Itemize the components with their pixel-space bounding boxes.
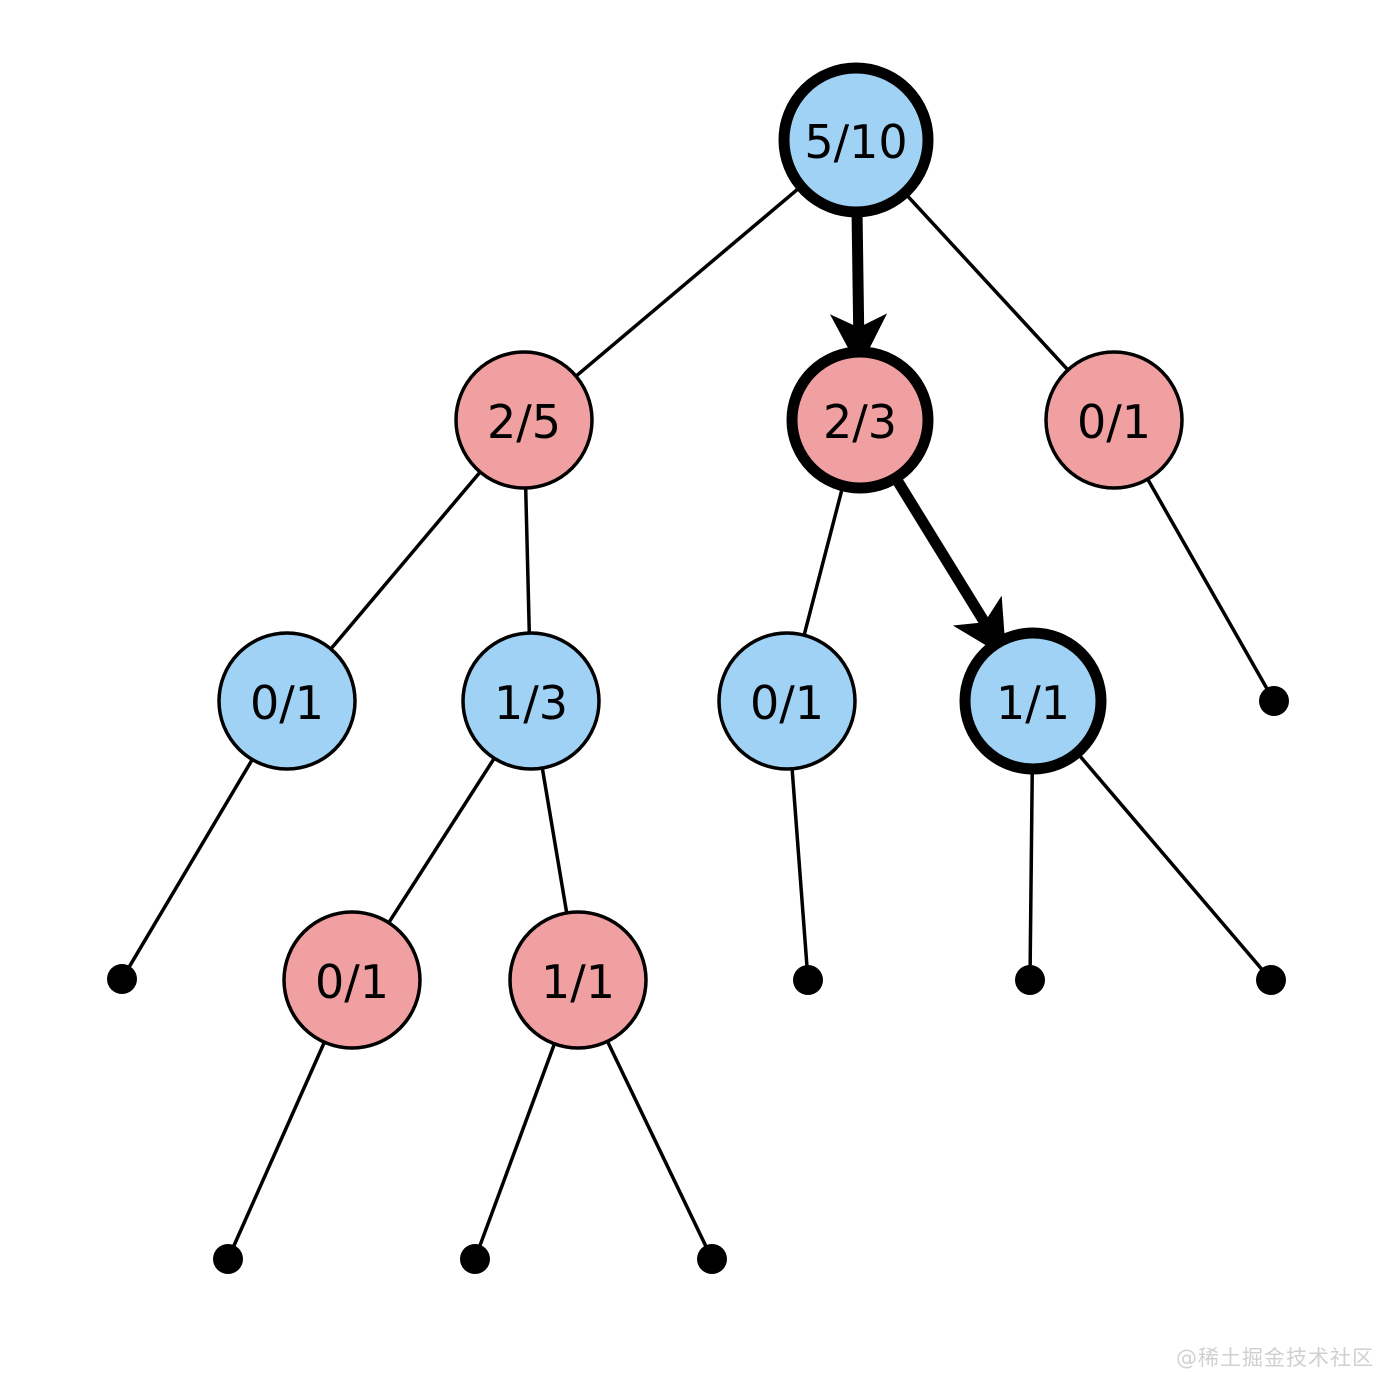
node-circle-blue	[217, 631, 357, 771]
watermark-text: @稀土掘金技术社区	[1176, 1346, 1374, 1370]
tree-node[interactable]: 1/1	[508, 910, 648, 1050]
tree-edge	[790, 767, 809, 969]
tree-edge	[1146, 478, 1270, 692]
node-circle-red	[1044, 350, 1184, 490]
tree-edge	[231, 1041, 326, 1249]
tree-node[interactable]: 0/1	[1044, 350, 1184, 490]
tree-edge-highlighted	[829, 215, 888, 369]
edges-layer	[126, 185, 1270, 1250]
tree-edge	[903, 191, 1071, 373]
node-circle-red	[282, 910, 422, 1050]
tree-edge-highlighted	[892, 477, 1007, 658]
tree-node[interactable]: 0/1	[717, 631, 857, 771]
node-circle-red	[454, 350, 594, 490]
tree-node-highlighted[interactable]: 2/3	[786, 346, 934, 494]
tree-node-highlighted[interactable]: 1/1	[959, 627, 1107, 775]
leaf-dot	[1015, 965, 1045, 995]
tree-edge	[573, 185, 803, 379]
nodes-layer: 5/10 2/5 2/3 0/1 0/1 1/3 0/1 1/1 0/1 1/1	[217, 62, 1184, 1050]
tree-edge	[477, 1042, 556, 1249]
tree-edge	[540, 767, 569, 916]
tree-node[interactable]: 1/3	[461, 631, 601, 771]
leaf-dot	[793, 965, 823, 995]
tree-node-highlighted[interactable]: 5/10	[778, 62, 934, 218]
leaf-dot	[1256, 965, 1286, 995]
tree-node[interactable]: 2/5	[454, 350, 594, 490]
node-circle-red	[786, 346, 934, 494]
tree-node[interactable]: 0/1	[282, 910, 422, 1050]
node-circle-blue	[717, 631, 857, 771]
tree-edge	[523, 487, 532, 636]
node-circle-blue	[959, 627, 1107, 775]
node-circle-red	[508, 910, 648, 1050]
tree-edge	[1075, 751, 1265, 972]
leaf-dots-layer	[107, 686, 1289, 1274]
tree-edge	[1028, 768, 1035, 969]
tree-edge	[606, 1040, 709, 1250]
leaf-dot	[213, 1244, 243, 1274]
leaf-dot	[1259, 686, 1289, 716]
leaf-dot	[460, 1244, 490, 1274]
leaf-dot	[697, 1244, 727, 1274]
tree-edge	[126, 758, 254, 970]
tree-edge	[328, 470, 482, 652]
tree-edge	[802, 484, 845, 638]
tree-node[interactable]: 0/1	[217, 631, 357, 771]
node-circle-blue	[461, 631, 601, 771]
tree-edge	[386, 757, 496, 926]
leaf-dot	[107, 964, 137, 994]
node-circle-blue	[778, 62, 934, 218]
